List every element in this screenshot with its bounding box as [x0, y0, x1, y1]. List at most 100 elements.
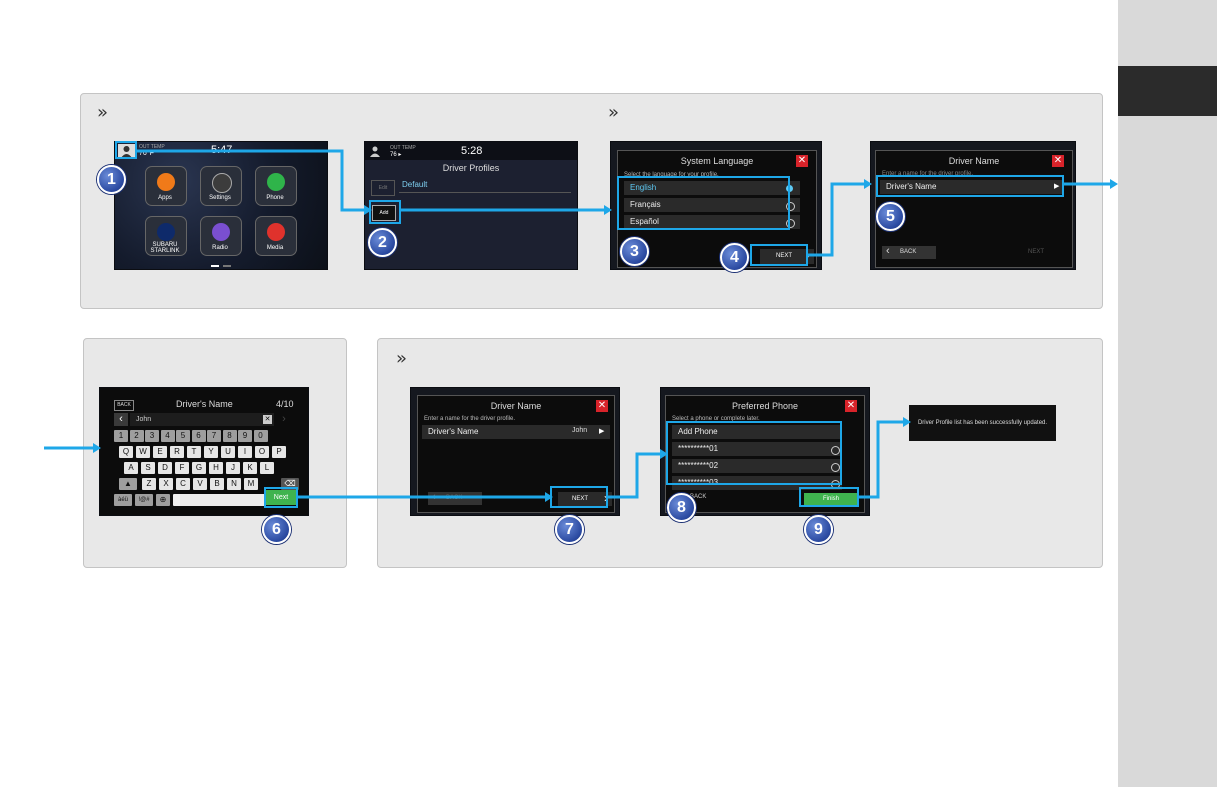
highlight-next	[750, 244, 808, 266]
dialog-title: Preferred Phone	[731, 401, 799, 411]
finish-button[interactable]: Finish	[804, 493, 858, 506]
back-button[interactable]: BACK	[690, 494, 707, 500]
arrow-connector	[859, 420, 903, 499]
keyboard-key[interactable]: W	[136, 446, 150, 458]
next-button-disabled: NEXT	[1012, 246, 1066, 259]
add-phone-item[interactable]: Add Phone	[672, 425, 842, 439]
radio-icon[interactable]	[200, 216, 242, 256]
keyboard-key[interactable]: 5	[176, 430, 190, 442]
keyboard-key[interactable]: L	[260, 462, 274, 474]
side-tab-strip	[1118, 0, 1217, 787]
keyboard-key[interactable]: 7	[207, 430, 221, 442]
driver-name-dialog: Driver Name ✕ Enter a name for the drive…	[417, 395, 615, 513]
close-icon[interactable]: ✕	[596, 400, 608, 412]
globe-icon[interactable]: ⊕	[156, 494, 170, 506]
symbol-key[interactable]: !@#	[135, 494, 153, 506]
keyboard-key[interactable]: 9	[238, 430, 252, 442]
name-input[interactable]: John	[130, 413, 274, 426]
driver-name-field[interactable]: Driver's Name	[880, 180, 1064, 194]
section-chevron: »	[396, 348, 408, 369]
char-count: 4/10	[276, 399, 294, 409]
arrow-head	[93, 443, 101, 453]
phone-item[interactable]: **********01	[672, 442, 842, 456]
phone-icon[interactable]	[255, 166, 297, 206]
edit-button[interactable]: Edit	[371, 180, 395, 196]
name-value: John	[572, 427, 588, 434]
keyboard-key[interactable]: S	[141, 462, 155, 474]
keyboard-key[interactable]: M	[244, 478, 258, 490]
keyboard-key[interactable]: I	[238, 446, 252, 458]
keyboard-key[interactable]: J	[226, 462, 240, 474]
keyboard-key[interactable]: 2	[129, 430, 144, 442]
keyboard-key[interactable]: A	[124, 462, 138, 474]
driver-name-filled-screen: Driver Name ✕ Enter a name for the drive…	[410, 387, 620, 516]
driver-name-field[interactable]: Driver's Name	[422, 425, 610, 439]
step-badge: 2	[368, 228, 397, 257]
page-dot	[223, 265, 231, 267]
keyboard-key[interactable]: T	[187, 446, 201, 458]
media-icon[interactable]	[255, 216, 297, 256]
dialog-subtitle: Select the language for your profile.	[624, 172, 719, 178]
accent-key[interactable]: àéü	[114, 494, 132, 506]
clear-icon[interactable]: ✕	[263, 415, 272, 424]
keyboard-key[interactable]: H	[209, 462, 223, 474]
keyboard-key[interactable]: U	[221, 446, 235, 458]
keyboard-key[interactable]: F	[175, 462, 189, 474]
step-badge: 5	[876, 202, 905, 231]
close-icon[interactable]: ✕	[1052, 155, 1064, 167]
radio-unselected	[786, 202, 795, 211]
close-icon[interactable]: ✕	[845, 400, 857, 412]
step-badge: 6	[262, 515, 291, 544]
keyboard-key[interactable]: 8	[222, 430, 237, 442]
arrow-connector	[808, 182, 864, 257]
profile-icon[interactable]	[369, 145, 381, 157]
option-spanish[interactable]: Español	[624, 215, 800, 229]
highlight-add	[369, 200, 401, 224]
out-temp-label: OUT TEMP	[139, 144, 165, 150]
starlink-icon[interactable]	[145, 216, 187, 256]
apps-icon[interactable]	[145, 166, 187, 206]
keyboard-key[interactable]: Q	[119, 446, 133, 458]
add-button[interactable]: Add	[372, 205, 396, 221]
keyboard-key[interactable]: B	[210, 478, 224, 490]
back-button[interactable]: BACK	[114, 400, 134, 411]
keyboard-key[interactable]: K	[243, 462, 257, 474]
out-temp-value: 76°F	[139, 150, 154, 157]
shift-key[interactable]: ▲	[119, 478, 137, 490]
page-title: Driver Profiles	[442, 163, 500, 173]
keyboard-key[interactable]: G	[192, 462, 206, 474]
keyboard-key[interactable]: E	[153, 446, 167, 458]
next-button[interactable]: Next	[266, 490, 296, 505]
keyboard-key[interactable]: C	[176, 478, 190, 490]
keyboard-key[interactable]: 3	[145, 430, 159, 442]
keyboard-key[interactable]: P	[272, 446, 286, 458]
close-icon[interactable]: ✕	[796, 155, 808, 167]
cursor-left-icon[interactable]: ‹	[114, 413, 128, 426]
keyboard-key[interactable]: D	[158, 462, 172, 474]
keyboard-key[interactable]: 1	[114, 430, 128, 442]
settings-icon[interactable]	[200, 166, 242, 206]
app-label: Settings	[209, 195, 231, 201]
option-french[interactable]: Français	[624, 198, 800, 212]
keyboard-key[interactable]: 0	[253, 430, 268, 442]
option-english[interactable]: English	[624, 181, 800, 195]
default-profile[interactable]: Default	[402, 180, 428, 189]
keyboard-key[interactable]: Z	[142, 478, 156, 490]
arrow-head	[364, 205, 372, 215]
keyboard-key[interactable]: Y	[204, 446, 218, 458]
space-key[interactable]	[173, 494, 265, 506]
keyboard-key[interactable]: N	[227, 478, 241, 490]
keyboard-key[interactable]: X	[159, 478, 173, 490]
keyboard-key[interactable]: 4	[160, 430, 175, 442]
dialog-title: Driver Name	[948, 156, 1000, 166]
phone-item[interactable]: **********02	[672, 459, 842, 473]
divider	[399, 192, 571, 193]
keyboard-key[interactable]: 6	[191, 430, 206, 442]
back-button[interactable]: ‹BACK	[882, 245, 936, 259]
highlight-profile	[115, 141, 137, 159]
keyboard-key[interactable]: V	[193, 478, 207, 490]
keyboard-key[interactable]: O	[255, 446, 269, 458]
back-label: BACK	[900, 249, 917, 255]
keyboard-key[interactable]: R	[170, 446, 184, 458]
out-temp-value: 76 ▸	[390, 152, 402, 158]
